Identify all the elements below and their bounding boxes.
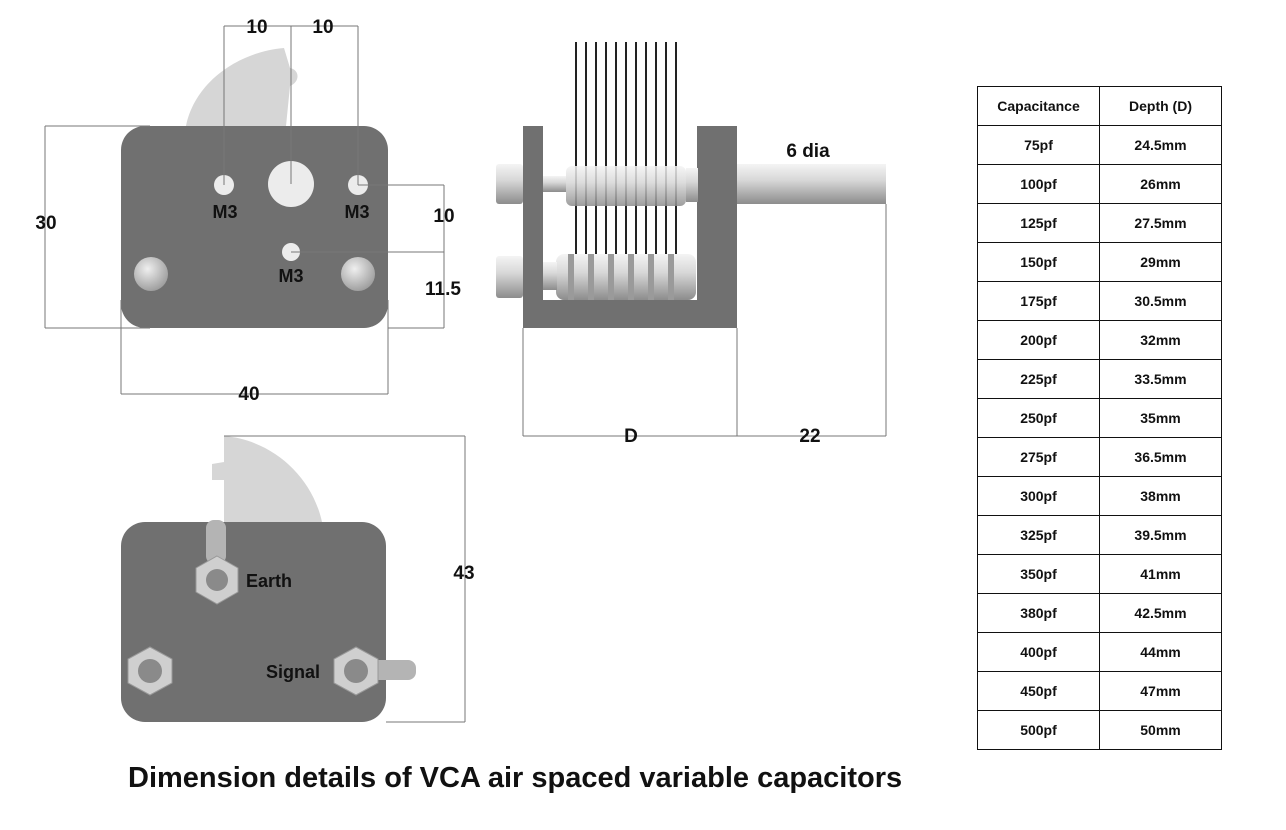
- table-header-row: Capacitance Depth (D): [977, 86, 1222, 126]
- label-hole-bottom: M3: [278, 266, 303, 286]
- cell-depth: 29mm: [1099, 242, 1222, 282]
- frame-left-plate: [523, 126, 543, 328]
- front-body: [121, 126, 388, 328]
- shaft: [737, 164, 886, 204]
- cell-depth: 38mm: [1099, 476, 1222, 516]
- stator-barrel: [556, 254, 696, 300]
- cell-depth: 44mm: [1099, 632, 1222, 672]
- rear-bolt-upper: [543, 176, 566, 192]
- rivet-right: [341, 257, 375, 291]
- cell-capacitance: 100pf: [977, 164, 1100, 204]
- rear-bolt-lower: [543, 262, 557, 290]
- side-view: 6 dia D 22: [496, 42, 887, 447]
- cell-capacitance: 350pf: [977, 554, 1100, 594]
- cell-capacitance: 500pf: [977, 710, 1100, 750]
- dim-right-lower: 11.5: [425, 279, 461, 300]
- cell-depth: 47mm: [1099, 671, 1222, 711]
- cell-capacitance: 275pf: [977, 437, 1100, 477]
- cell-depth: 32mm: [1099, 320, 1222, 360]
- stator-nut-left: [127, 646, 173, 696]
- cell-depth: 33.5mm: [1099, 359, 1222, 399]
- label-hole-left: M3: [212, 202, 237, 222]
- cell-capacitance: 325pf: [977, 515, 1100, 555]
- cell-depth: 27.5mm: [1099, 203, 1222, 243]
- cell-capacitance: 250pf: [977, 398, 1100, 438]
- cell-capacitance: 400pf: [977, 632, 1100, 672]
- cell-capacitance: 150pf: [977, 242, 1100, 282]
- cell-capacitance: 300pf: [977, 476, 1100, 516]
- back-view: Earth Signal 43: [121, 435, 475, 723]
- earth-label: Earth: [246, 571, 292, 591]
- dim-top-right: 10: [312, 17, 333, 38]
- rotor-spacer: [566, 166, 686, 206]
- cell-depth: 36.5mm: [1099, 437, 1222, 477]
- shaft-dia-label: 6 dia: [786, 141, 830, 162]
- label-hole-right: M3: [344, 202, 369, 222]
- cell-capacitance: 225pf: [977, 359, 1100, 399]
- cell-capacitance: 125pf: [977, 203, 1100, 243]
- cell-depth: 35mm: [1099, 398, 1222, 438]
- earth-tag: [206, 520, 226, 564]
- cell-capacitance: 450pf: [977, 671, 1100, 711]
- cell-depth: 24.5mm: [1099, 125, 1222, 165]
- cell-depth: 42.5mm: [1099, 593, 1222, 633]
- cell-depth: 30.5mm: [1099, 281, 1222, 321]
- frame-right-plate: [697, 126, 737, 328]
- back-body: [121, 522, 386, 722]
- figure-caption: Dimension details of VCA air spaced vari…: [128, 762, 903, 794]
- signal-label: Signal: [266, 662, 320, 682]
- earth-nut: [195, 555, 239, 605]
- signal-tag: [368, 660, 416, 680]
- cell-depth: 39.5mm: [1099, 515, 1222, 555]
- rotor-plate-back: [212, 436, 322, 522]
- cell-depth: 50mm: [1099, 710, 1222, 750]
- rivet-left: [134, 257, 168, 291]
- cell-capacitance: 380pf: [977, 593, 1100, 633]
- rear-nut-lower: [496, 256, 523, 298]
- shaft-length-label: 22: [799, 426, 820, 447]
- cell-capacitance: 200pf: [977, 320, 1100, 360]
- header-depth: Depth (D): [1099, 86, 1222, 126]
- signal-nut: [333, 646, 379, 696]
- cell-capacitance: 75pf: [977, 125, 1100, 165]
- cell-capacitance: 175pf: [977, 281, 1100, 321]
- dim-width: 40: [238, 384, 259, 405]
- rotor-plate-front: [186, 48, 298, 126]
- dim-height: 30: [35, 213, 56, 234]
- rear-nut-upper: [496, 164, 523, 204]
- dim-right-upper: 10: [433, 206, 454, 227]
- cell-depth: 26mm: [1099, 164, 1222, 204]
- back-dim-height: 43: [453, 563, 474, 584]
- dim-top-left: 10: [246, 17, 267, 38]
- shaft-collar: [686, 168, 698, 202]
- header-capacitance: Capacitance: [977, 86, 1100, 126]
- cell-depth: 41mm: [1099, 554, 1222, 594]
- depth-label: D: [624, 426, 638, 447]
- front-view: 10 10 30 40 10 11.5 M3 M3 M3: [35, 17, 461, 405]
